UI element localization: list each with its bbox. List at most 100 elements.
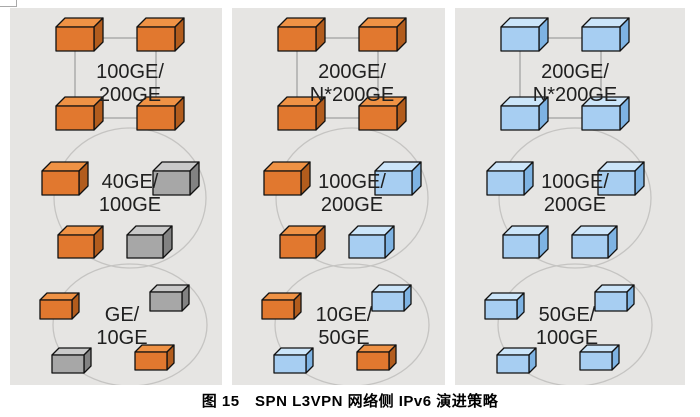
aggregation-ring-label-line: 100GE/: [541, 171, 609, 193]
topology-svg-mid-term-evolution: 200GE/N*200GE 100GE/200GE 10GE/50GE: [261, 17, 430, 385]
aggregation-ring-label-line: 200GE: [544, 194, 606, 216]
node-box-agg-ring-bottom-right: [571, 225, 618, 259]
node-box-agg-ring-bottom-right: [348, 225, 395, 259]
node-box-agg-ring-bottom-left: [502, 225, 549, 259]
topology-svg-target-network: 200GE/N*200GE 100GE/200GE 50GE/100GE: [484, 17, 653, 385]
node-box-access-ring-bottom-right: [134, 344, 175, 371]
core-ring-label-line: 200GE: [99, 84, 161, 106]
aggregation-ring-ellipse: [53, 127, 207, 269]
node-box-access-ring-left: [39, 292, 80, 320]
corner-artifact: [0, 0, 17, 7]
core-ring-label-line: 200GE/: [318, 61, 386, 83]
box-front-face: [581, 105, 621, 131]
box-front-face: [356, 351, 390, 371]
access-ring-ellipse: [52, 263, 208, 385]
box-front-face: [277, 105, 317, 131]
node-box-access-ring-bottom-left: [51, 347, 92, 374]
box-front-face: [502, 234, 540, 259]
access-ring-label-line: 50GE/: [539, 304, 596, 326]
node-box-access-ring-bottom-right: [356, 344, 397, 371]
box-front-face: [374, 170, 413, 196]
node-box-access-ring-bottom-left: [496, 347, 537, 374]
node-box-agg-ring-left: [486, 161, 534, 196]
node-box-agg-ring-bottom-left: [57, 225, 104, 259]
node-box-core-ring-mid-left: [55, 96, 104, 131]
box-front-face: [496, 354, 530, 374]
box-front-face: [57, 234, 95, 259]
node-box-core-ring-top-left: [500, 17, 549, 52]
figure-caption: 图 15 SPN L3VPN 网络侧 IPv6 演进策略: [201, 393, 499, 410]
aggregation-ring-label-line: 100GE/: [318, 171, 386, 193]
node-box-agg-ring-right: [152, 161, 200, 196]
box-front-face: [39, 299, 73, 320]
core-ring-label-line: 200GE/: [541, 61, 609, 83]
box-front-face: [134, 351, 168, 371]
access-ring-label-line: 100GE: [536, 327, 598, 349]
node-box-core-ring-mid-right: [358, 96, 407, 131]
box-front-face: [500, 26, 540, 52]
node-box-access-ring-right: [371, 284, 412, 312]
node-box-agg-ring-left: [41, 161, 89, 196]
aggregation-ring-ellipse: [498, 127, 652, 269]
node-box-agg-ring-right: [597, 161, 645, 196]
box-front-face: [126, 234, 164, 259]
access-ring-ellipse: [497, 263, 653, 385]
aggregation-ring-label-line: 200GE: [321, 194, 383, 216]
core-ring-label-line: 100GE/: [96, 61, 164, 83]
box-front-face: [55, 105, 95, 131]
box-front-face: [149, 291, 183, 312]
access-ring-label-line: 50GE: [318, 327, 369, 349]
node-box-agg-ring-left: [263, 161, 311, 196]
node-box-access-ring-bottom-right: [579, 344, 620, 371]
box-front-face: [152, 170, 191, 196]
node-box-core-ring-mid-right: [581, 96, 630, 131]
node-box-access-ring-right: [149, 284, 190, 312]
access-ring-label-line: 10GE/: [316, 304, 373, 326]
box-front-face: [261, 299, 295, 320]
node-box-agg-ring-bottom-left: [279, 225, 326, 259]
node-box-core-ring-top-right: [581, 17, 630, 52]
box-front-face: [579, 351, 613, 371]
box-front-face: [55, 26, 95, 52]
box-front-face: [581, 26, 621, 52]
core-ring-label-line: N*200GE: [533, 84, 618, 106]
box-front-face: [597, 170, 636, 196]
box-front-face: [571, 234, 609, 259]
core-ring-label-line: N*200GE: [310, 84, 395, 106]
node-box-agg-ring-bottom-right: [126, 225, 173, 259]
access-ring-label-line: GE/: [105, 304, 140, 326]
node-box-access-ring-left: [484, 292, 525, 320]
panel-target-network: 200GE/N*200GE 100GE/200GE 50GE/100GE: [455, 8, 685, 385]
box-front-face: [358, 26, 398, 52]
box-front-face: [263, 170, 302, 196]
node-box-core-ring-mid-left: [277, 96, 326, 131]
node-box-access-ring-right: [594, 284, 635, 312]
box-front-face: [371, 291, 405, 312]
box-front-face: [594, 291, 628, 312]
panel-mid-term-evolution: 200GE/N*200GE 100GE/200GE 10GE/50GE: [232, 8, 445, 385]
box-front-face: [136, 26, 176, 52]
node-box-agg-ring-right: [374, 161, 422, 196]
box-front-face: [484, 299, 518, 320]
box-front-face: [486, 170, 525, 196]
access-ring-ellipse: [274, 263, 430, 385]
aggregation-ring-label-line: 100GE: [99, 194, 161, 216]
node-box-core-ring-top-left: [55, 17, 104, 52]
node-box-core-ring-mid-right: [136, 96, 185, 131]
node-box-core-ring-top-right: [136, 17, 185, 52]
box-front-face: [277, 26, 317, 52]
box-front-face: [51, 354, 85, 374]
node-box-core-ring-top-right: [358, 17, 407, 52]
node-box-access-ring-bottom-left: [273, 347, 314, 374]
aggregation-ring-label-line: 40GE/: [102, 171, 159, 193]
box-front-face: [41, 170, 80, 196]
box-front-face: [500, 105, 540, 131]
node-box-core-ring-top-left: [277, 17, 326, 52]
node-box-access-ring-left: [261, 292, 302, 320]
box-front-face: [273, 354, 307, 374]
node-box-core-ring-mid-left: [500, 96, 549, 131]
box-front-face: [348, 234, 386, 259]
